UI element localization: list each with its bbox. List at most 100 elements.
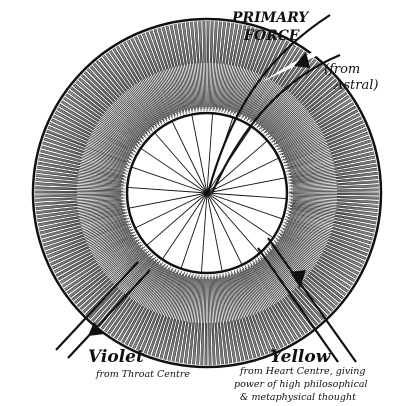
ring-shade-line bbox=[120, 44, 143, 81]
ring-hatch-line bbox=[194, 21, 202, 112]
ring-shade-line bbox=[237, 319, 248, 361]
ring-hatch-line bbox=[278, 103, 355, 150]
ring-hatch-line bbox=[274, 96, 350, 148]
violet-subtitle: from Throat Centre bbox=[95, 369, 190, 380]
ring-hatch-line bbox=[287, 133, 369, 164]
ring-hatch-line bbox=[290, 202, 378, 215]
ring-hatch-line bbox=[41, 145, 127, 171]
ring-hatch-line bbox=[284, 135, 370, 167]
ring-shade-line bbox=[266, 308, 287, 346]
ring-shade-line bbox=[336, 177, 379, 182]
ring-hatch-line bbox=[40, 214, 127, 239]
ring-shade-line bbox=[45, 238, 86, 254]
ring-hatch-line bbox=[287, 159, 376, 178]
ring-hatch-line bbox=[221, 277, 237, 363]
ring-hatch-line bbox=[39, 153, 128, 175]
ring-hatch-line bbox=[124, 264, 169, 345]
ring-shade-line bbox=[191, 21, 196, 64]
ring-hatch-line bbox=[284, 125, 366, 161]
ring-shade-line bbox=[323, 251, 361, 271]
ring-hatch-line bbox=[83, 72, 149, 136]
ring-hatch-line bbox=[92, 64, 153, 132]
ring-hatch-line bbox=[277, 98, 352, 148]
ring-hatch-line bbox=[267, 71, 329, 133]
ring-shade-line bbox=[195, 21, 199, 64]
ring-hatch-line bbox=[121, 267, 165, 343]
ring-hatch-line bbox=[224, 24, 243, 109]
ring-hatch-line bbox=[273, 88, 344, 143]
ring-hatch-line bbox=[43, 139, 128, 168]
ring-hatch-line bbox=[109, 260, 161, 335]
ring-hatch-line bbox=[196, 274, 203, 365]
ring-hatch-line bbox=[117, 45, 165, 124]
ring-shade-line bbox=[41, 229, 83, 242]
ring-shade-line bbox=[36, 170, 79, 177]
ring-hatch-line bbox=[271, 242, 344, 298]
ring-hatch-line bbox=[105, 262, 157, 333]
ring-hatch-line bbox=[167, 25, 188, 110]
ring-hatch-line bbox=[261, 253, 323, 321]
ring-shade-line bbox=[116, 46, 140, 83]
ring-shade-line bbox=[35, 204, 78, 209]
ring-hatch-line bbox=[40, 149, 124, 172]
ring-shade-line bbox=[276, 47, 299, 84]
ring-hatch-line bbox=[110, 50, 160, 122]
ring-hatch-line bbox=[291, 163, 377, 179]
ring-hatch-line bbox=[59, 103, 134, 149]
ring-hatch-line bbox=[139, 270, 175, 352]
ring-shade-line bbox=[246, 316, 260, 357]
ring-hatch-line bbox=[94, 62, 153, 130]
ring-hatch-line bbox=[54, 231, 133, 274]
ring-shade-line bbox=[47, 241, 87, 258]
ring-hatch-line bbox=[273, 91, 347, 146]
ring-hatch-line bbox=[279, 112, 360, 156]
ring-hatch-line bbox=[115, 265, 162, 340]
ring-hatch-line bbox=[259, 255, 319, 325]
ring-hatch-line bbox=[279, 234, 357, 279]
ring-hatch-line bbox=[212, 21, 220, 112]
primary-force-arrow bbox=[294, 52, 310, 68]
ring-hatch-line bbox=[65, 239, 140, 291]
ring-hatch-line bbox=[137, 35, 173, 115]
spoke-line bbox=[154, 133, 208, 194]
ring-hatch-line bbox=[55, 110, 134, 154]
ring-hatch-line bbox=[157, 28, 184, 115]
ring-hatch-line bbox=[147, 269, 180, 355]
ring-shade-line bbox=[154, 29, 168, 70]
ring-shade-line bbox=[44, 134, 85, 150]
ring-hatch-line bbox=[283, 116, 362, 156]
ring-hatch-line bbox=[35, 178, 126, 187]
ring-hatch-line bbox=[231, 271, 259, 358]
ring-hatch-line bbox=[286, 147, 374, 172]
ring-shade-line bbox=[37, 216, 80, 226]
ring-shade-line bbox=[317, 102, 354, 126]
ring-hatch-line bbox=[236, 31, 267, 113]
ring-hatch-line bbox=[269, 75, 334, 135]
ring-hatch-line bbox=[42, 217, 125, 243]
ring-shade-line bbox=[262, 37, 281, 76]
ring-hatch-line bbox=[112, 48, 163, 125]
ring-shade-line bbox=[57, 108, 94, 130]
spoke-line bbox=[162, 192, 208, 259]
ring-shade-line bbox=[109, 50, 135, 86]
ring-hatch-line bbox=[262, 62, 320, 129]
ring-shade-line bbox=[334, 215, 377, 224]
ring-hatch-line bbox=[192, 278, 201, 365]
ring-hatch-line bbox=[244, 267, 286, 347]
ring-hatch-line bbox=[292, 194, 379, 198]
ring-hatch-line bbox=[51, 118, 134, 158]
ring-shade-line bbox=[150, 30, 165, 71]
ring-hatch-line bbox=[292, 169, 378, 182]
ring-shade-line bbox=[209, 322, 211, 365]
ring-hatch-line bbox=[171, 24, 191, 111]
ring-shade-line bbox=[312, 92, 347, 118]
ring-hatch-line bbox=[103, 54, 158, 126]
ring-hatch-line bbox=[50, 122, 131, 159]
ring-hatch-line bbox=[130, 38, 171, 118]
ring-hatch-line bbox=[155, 275, 182, 358]
ring-hatch-line bbox=[228, 272, 253, 360]
ring-hatch-line bbox=[218, 276, 233, 364]
ring-hatch-line bbox=[267, 77, 335, 139]
ring-hatch-line bbox=[221, 23, 239, 113]
ring-hatch-line bbox=[35, 188, 124, 192]
